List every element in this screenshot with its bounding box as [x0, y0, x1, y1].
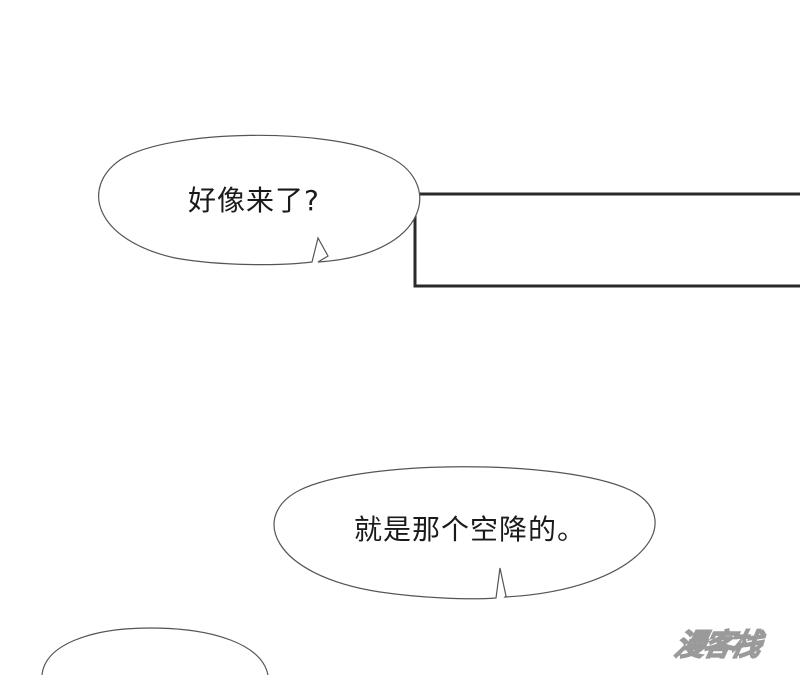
- speech-bubble-2-text: 就是那个空降的。: [354, 513, 587, 546]
- speech-bubble-1-text: 好像来了?: [188, 184, 320, 217]
- speech-bubble-1: [98, 134, 421, 266]
- speech-bubble-2-shape: [273, 466, 656, 600]
- speech-bubble-2: [273, 466, 656, 600]
- watermark-logo: 漫客栈: [671, 620, 786, 664]
- speech-bubble-3: [41, 627, 269, 675]
- watermark-text: 漫客栈: [671, 627, 764, 664]
- speech-bubble-1-shape: [98, 134, 421, 266]
- panel-frame: [413, 192, 800, 288]
- speech-bubble-3-shape: [41, 627, 269, 675]
